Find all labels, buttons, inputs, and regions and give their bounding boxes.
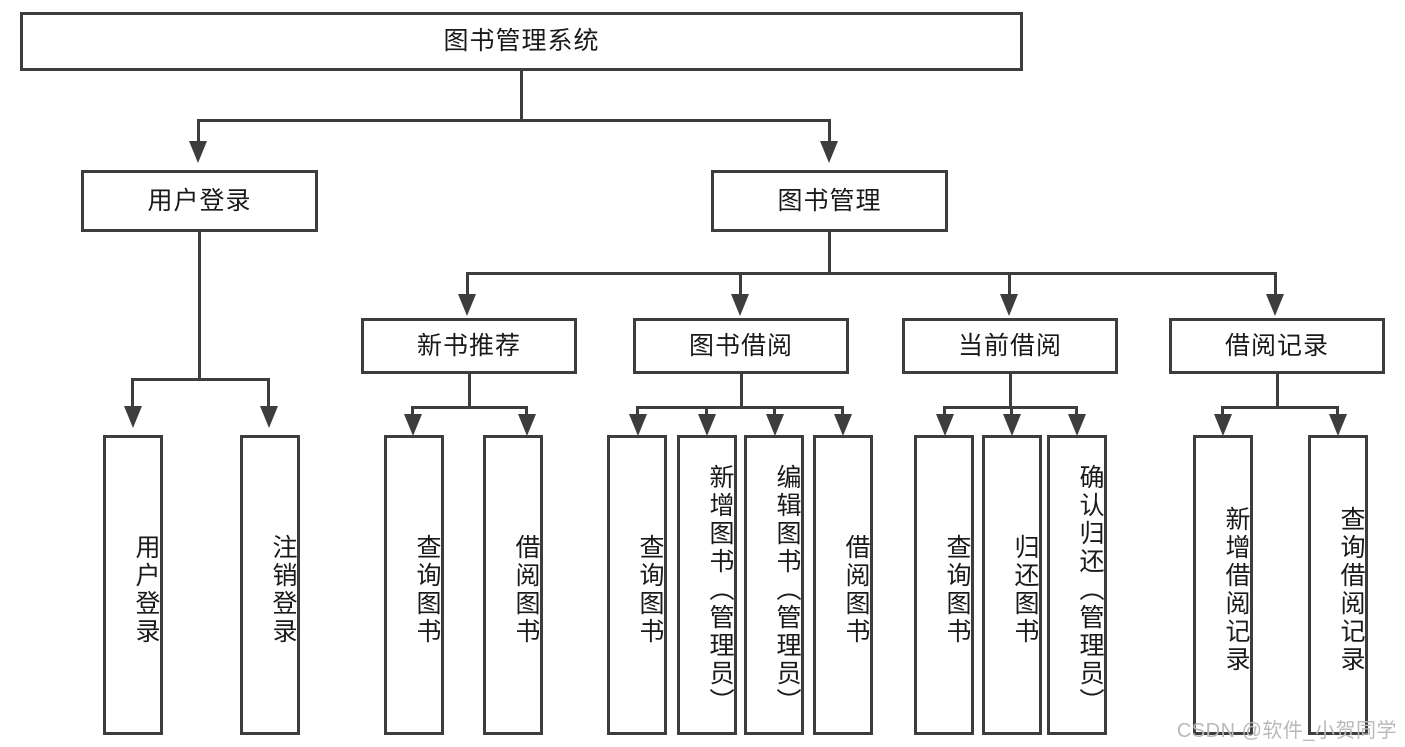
connector-level3-drop-2 (739, 272, 742, 296)
arrow-to-leaf-confirm-return (1068, 414, 1086, 436)
arrow-to-book-management (820, 141, 838, 163)
connector-level3-drop-3 (1008, 272, 1011, 296)
node-label: 借阅记录 (1224, 331, 1329, 360)
connector-current-borrow-stem (1009, 374, 1012, 408)
connector-borrow-record-drop-2 (1336, 406, 1339, 418)
connector-new-book-drop-1 (411, 406, 414, 418)
node-leaf-logout[interactable]: 注销登录 (240, 435, 300, 735)
csdn-watermark: CSDN @软件_小贺同学 (1176, 720, 1397, 742)
connector-current-borrow-drop-1 (943, 406, 946, 418)
connector-borrow-record-drop-1 (1221, 406, 1224, 418)
connector-book-borrow-stem (740, 374, 743, 408)
node-book-borrow[interactable]: 图书借阅 (633, 318, 849, 374)
node-label: 注销登录 (269, 534, 297, 646)
arrow-to-current-borrow (1000, 294, 1018, 316)
connector-current-borrow-drop-2 (1010, 406, 1013, 418)
node-root-book-management-system[interactable]: 图书管理系统 (20, 12, 1023, 71)
connector-new-book-stem (468, 374, 471, 408)
node-user-login[interactable]: 用户登录 (81, 170, 318, 232)
arrow-to-new-book-recommend (458, 294, 476, 316)
connector-user-login-drop-1 (131, 378, 134, 406)
node-current-borrow[interactable]: 当前借阅 (902, 318, 1118, 374)
node-leaf-user-login[interactable]: 用户登录 (103, 435, 163, 735)
node-label: 用户登录 (147, 186, 252, 215)
arrow-to-leaf-add-book (698, 414, 716, 436)
node-label: 编辑图书（管理员） (773, 464, 801, 716)
connector-level3-bus (466, 272, 1277, 275)
connector-book-borrow-drop-4 (841, 406, 844, 418)
connector-book-borrow-bus (636, 406, 844, 409)
node-label: 借阅图书 (842, 534, 870, 646)
arrow-to-borrow-record (1266, 294, 1284, 316)
connector-level3-drop-1 (466, 272, 469, 296)
connector-book-borrow-drop-1 (636, 406, 639, 418)
node-label: 新书推荐 (416, 331, 521, 360)
arrow-to-leaf-edit-book (766, 414, 784, 436)
arrow-to-leaf-query-book-3 (936, 414, 954, 436)
connector-user-login-bus (131, 378, 270, 381)
node-leaf-query-book-3[interactable]: 查询图书 (914, 435, 974, 735)
node-borrow-record[interactable]: 借阅记录 (1169, 318, 1385, 374)
connector-new-book-bus (411, 406, 528, 409)
arrow-to-leaf-query-book-2 (629, 414, 647, 436)
arrow-to-leaf-add-borrow-record (1214, 414, 1232, 436)
arrow-to-leaf-borrow-book-2 (834, 414, 852, 436)
node-new-book-recommend[interactable]: 新书推荐 (361, 318, 577, 374)
node-leaf-borrow-book-2[interactable]: 借阅图书 (813, 435, 873, 735)
arrow-to-user-login (189, 141, 207, 163)
arrow-to-leaf-query-book-1 (404, 414, 422, 436)
node-label: 查询图书 (636, 534, 664, 646)
connector-root-stem (520, 71, 523, 121)
connector-level2-drop-1 (197, 119, 200, 141)
node-label: 借阅图书 (512, 534, 540, 646)
node-label: 查询借阅记录 (1337, 506, 1365, 674)
arrow-to-leaf-logout (260, 406, 278, 428)
node-leaf-query-borrow-record[interactable]: 查询借阅记录 (1308, 435, 1368, 735)
node-label: 归还图书 (1011, 534, 1039, 646)
node-label: 当前借阅 (957, 331, 1062, 360)
node-leaf-edit-book[interactable]: 编辑图书（管理员） (744, 435, 804, 735)
node-label: 图书借阅 (688, 331, 793, 360)
node-label: 查询图书 (413, 534, 441, 646)
connector-book-management-stem (828, 232, 831, 274)
node-book-management[interactable]: 图书管理 (711, 170, 948, 232)
connector-book-borrow-drop-2 (705, 406, 708, 418)
arrow-to-leaf-return-book (1003, 414, 1021, 436)
node-leaf-borrow-book-1[interactable]: 借阅图书 (483, 435, 543, 735)
connector-book-borrow-drop-3 (773, 406, 776, 418)
node-leaf-add-borrow-record[interactable]: 新增借阅记录 (1193, 435, 1253, 735)
node-leaf-query-book-1[interactable]: 查询图书 (384, 435, 444, 735)
connector-new-book-drop-2 (525, 406, 528, 418)
node-label: 图书管理 (777, 186, 882, 215)
connector-level3-drop-4 (1274, 272, 1277, 296)
connector-level2-bus (197, 119, 831, 122)
connector-current-borrow-drop-3 (1075, 406, 1078, 418)
node-label: 新增图书（管理员） (706, 464, 734, 716)
node-leaf-confirm-return[interactable]: 确认归还（管理员） (1047, 435, 1107, 735)
node-leaf-return-book[interactable]: 归还图书 (982, 435, 1042, 735)
connector-user-login-drop-2 (267, 378, 270, 406)
arrow-to-leaf-borrow-book-1 (518, 414, 536, 436)
arrow-to-leaf-query-borrow-record (1329, 414, 1347, 436)
connector-borrow-record-stem (1276, 374, 1279, 408)
node-label: 图书管理系统 (443, 27, 600, 56)
connector-level2-drop-2 (828, 119, 831, 141)
arrow-to-leaf-user-login (124, 406, 142, 428)
arrow-to-book-borrow (731, 294, 749, 316)
connector-borrow-record-bus (1221, 406, 1339, 409)
connector-user-login-stem (198, 232, 201, 380)
node-leaf-add-book[interactable]: 新增图书（管理员） (677, 435, 737, 735)
node-label: 确认归还（管理员） (1076, 464, 1104, 716)
node-label: 用户登录 (132, 534, 160, 646)
node-label: 新增借阅记录 (1222, 506, 1250, 674)
node-label: 查询图书 (943, 534, 971, 646)
node-leaf-query-book-2[interactable]: 查询图书 (607, 435, 667, 735)
